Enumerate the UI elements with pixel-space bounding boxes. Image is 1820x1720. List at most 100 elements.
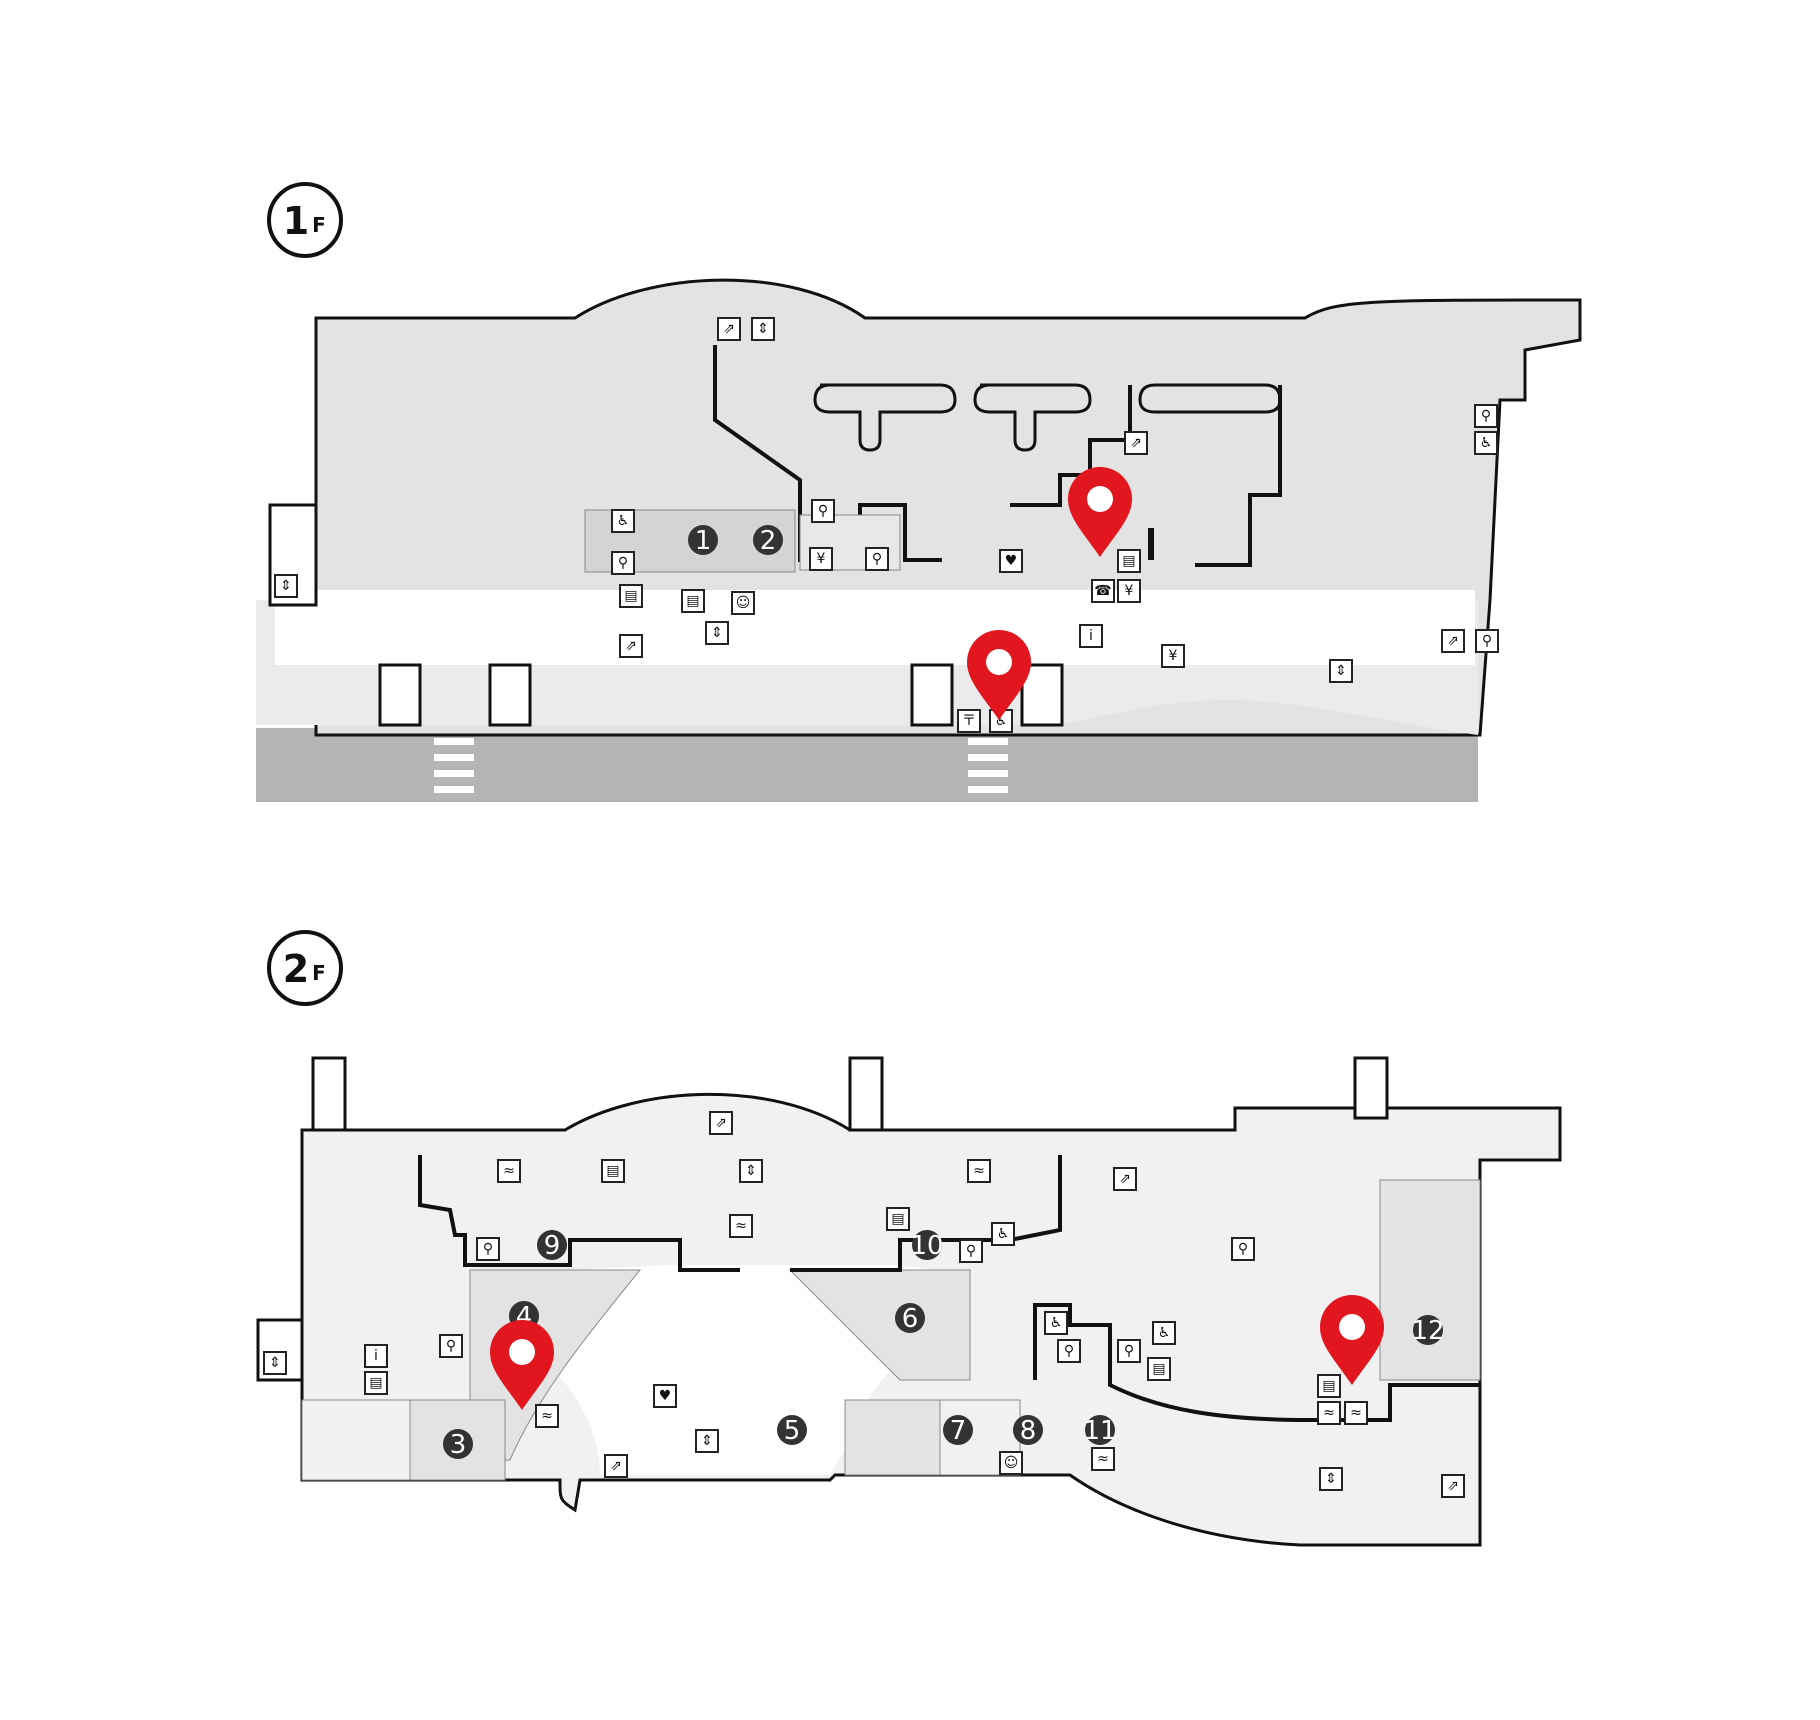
restroom-icon[interactable]: ⚲ (1231, 1237, 1255, 1261)
svg-text:3: 3 (450, 1430, 467, 1460)
svg-text:1: 1 (695, 526, 712, 556)
area-badge-7[interactable]: 7 (943, 1415, 973, 1446)
exit-bays-1f (378, 663, 1064, 727)
aed-icon[interactable]: ♥ (999, 549, 1023, 573)
gate-posts-2f (311, 1056, 1389, 1132)
locker-icon[interactable]: ▤ (1317, 1374, 1341, 1398)
area-badge-9[interactable]: 9 (537, 1230, 567, 1261)
area-badge-11[interactable]: 11 (1083, 1415, 1117, 1446)
information-icon[interactable]: i (364, 1344, 388, 1368)
locker-icon[interactable]: ▤ (601, 1159, 625, 1183)
svg-text:⚲: ⚲ (483, 1241, 493, 1257)
locker-icon[interactable]: ▤ (1147, 1357, 1171, 1381)
escalator-icon[interactable]: ⇗ (1441, 629, 1465, 653)
svg-text:▤: ▤ (891, 1211, 904, 1227)
svg-text:♥: ♥ (1005, 553, 1018, 569)
svg-text:⚲: ⚲ (1482, 633, 1492, 649)
restroom-icon[interactable]: ⚲ (611, 551, 635, 575)
escalator-icon[interactable]: ⇗ (717, 317, 741, 341)
svg-text:☺: ☺ (736, 595, 751, 611)
escalator-icon[interactable]: ⇗ (604, 1454, 628, 1478)
area-badge-8[interactable]: 8 (1013, 1415, 1043, 1446)
elevator-icon[interactable]: ⇕ (263, 1351, 287, 1375)
svg-text:12: 12 (1411, 1316, 1444, 1346)
svg-text:⇗: ⇗ (1130, 435, 1142, 451)
floor-2f: 2 F 3 4 5 6 7 (256, 930, 1562, 1547)
svg-text:⇕: ⇕ (269, 1355, 281, 1371)
walls-2f (418, 1155, 1480, 1422)
locker-icon[interactable]: ▤ (681, 589, 705, 613)
svg-text:⇗: ⇗ (1447, 633, 1459, 649)
smoking-area-icon[interactable]: ≈ (1317, 1401, 1341, 1425)
restroom-icon[interactable]: ⚲ (959, 1239, 983, 1263)
escalator-icon[interactable]: ⇗ (619, 634, 643, 658)
wheelchair-icon[interactable]: ♿ (1152, 1321, 1176, 1345)
elevator-icon[interactable]: ⇕ (1329, 659, 1353, 683)
svg-text:¥: ¥ (817, 551, 826, 567)
atm-icon[interactable]: ¥ (1117, 579, 1141, 603)
post-office-icon[interactable]: 〒 (957, 709, 981, 733)
svg-text:⇕: ⇕ (711, 625, 723, 641)
area-badge-1[interactable]: 1 (688, 525, 718, 556)
information-icon[interactable]: i (1079, 624, 1103, 648)
smoking-area-icon[interactable]: ≈ (1091, 1447, 1115, 1471)
shop-block-7 (844, 1399, 941, 1476)
phone-icon[interactable]: ☎ (1091, 579, 1115, 603)
smoking-area-icon[interactable]: ≈ (967, 1159, 991, 1183)
svg-text:⚲: ⚲ (1064, 1343, 1074, 1359)
smoking-area-icon[interactable]: ≈ (1344, 1401, 1368, 1425)
elevator-icon[interactable]: ⇕ (739, 1159, 763, 1183)
wheelchair-icon[interactable]: ♿ (1044, 1311, 1068, 1335)
smoking-area-icon[interactable]: ≈ (497, 1159, 521, 1183)
area-badge-3[interactable]: 3 (443, 1429, 473, 1460)
restroom-icon[interactable]: ⚲ (1117, 1339, 1141, 1363)
svg-text:▤: ▤ (606, 1163, 619, 1179)
smoking-area-icon[interactable]: ≈ (729, 1214, 753, 1238)
escalator-icon[interactable]: ⇗ (709, 1111, 733, 1135)
restroom-icon[interactable]: ⚲ (811, 499, 835, 523)
elevator-icon[interactable]: ⇕ (695, 1429, 719, 1453)
svg-text:¥: ¥ (1125, 583, 1134, 599)
bicycle-icon[interactable]: ⚲ (1475, 629, 1499, 653)
restroom-icon[interactable]: ⚲ (439, 1334, 463, 1358)
area-badge-12[interactable]: 12 (1411, 1315, 1445, 1346)
locker-icon[interactable]: ▤ (619, 584, 643, 608)
locker-icon[interactable]: ▤ (886, 1207, 910, 1231)
svg-text:2: 2 (760, 526, 777, 556)
aed-icon[interactable]: ♥ (653, 1384, 677, 1408)
area-badge-10[interactable]: 10 (910, 1230, 944, 1261)
atm-icon[interactable]: ¥ (809, 547, 833, 571)
locker-icon[interactable]: ▤ (1117, 549, 1141, 573)
wheelchair-icon[interactable]: ♿ (1474, 431, 1498, 455)
escalator-icon[interactable]: ⇗ (1124, 431, 1148, 455)
restroom-icon[interactable]: ⚲ (865, 547, 889, 571)
svg-text:▤: ▤ (624, 588, 637, 604)
restroom-icon[interactable]: ⚲ (1057, 1339, 1081, 1363)
restroom-icon[interactable]: ⚲ (476, 1237, 500, 1261)
area-badge-6[interactable]: 6 (895, 1303, 925, 1334)
baby-room-icon[interactable]: ☺ (731, 591, 755, 615)
elevator-icon[interactable]: ⇕ (751, 317, 775, 341)
svg-text:⇗: ⇗ (610, 1458, 622, 1474)
escalator-icon[interactable]: ⇗ (1113, 1167, 1137, 1191)
smoking-area-icon[interactable]: ≈ (535, 1404, 559, 1428)
track-loops-1f (813, 383, 1282, 452)
atm-icon[interactable]: ¥ (1161, 644, 1185, 668)
area-badge-5[interactable]: 5 (777, 1415, 807, 1446)
area-badge-2[interactable]: 2 (753, 525, 783, 556)
svg-text:☺: ☺ (1004, 1455, 1019, 1471)
shop-block-6 (788, 1269, 971, 1381)
restroom-icon[interactable]: ⚲ (1474, 404, 1498, 428)
svg-text:♿: ♿ (1050, 1315, 1063, 1331)
baby-room-icon[interactable]: ☺ (999, 1451, 1023, 1475)
elevator-icon[interactable]: ⇕ (705, 621, 729, 645)
svg-text:♿: ♿ (1158, 1325, 1171, 1341)
floor-suffix-2f: F (312, 961, 326, 985)
elevator-icon[interactable]: ⇕ (1319, 1467, 1343, 1491)
locker-icon[interactable]: ▤ (364, 1371, 388, 1395)
elevator-icon[interactable]: ⇕ (274, 574, 298, 598)
escalator-icon[interactable]: ⇗ (1441, 1474, 1465, 1498)
wheelchair-icon[interactable]: ♿ (611, 509, 635, 533)
wheelchair-icon[interactable]: ♿ (991, 1222, 1015, 1246)
